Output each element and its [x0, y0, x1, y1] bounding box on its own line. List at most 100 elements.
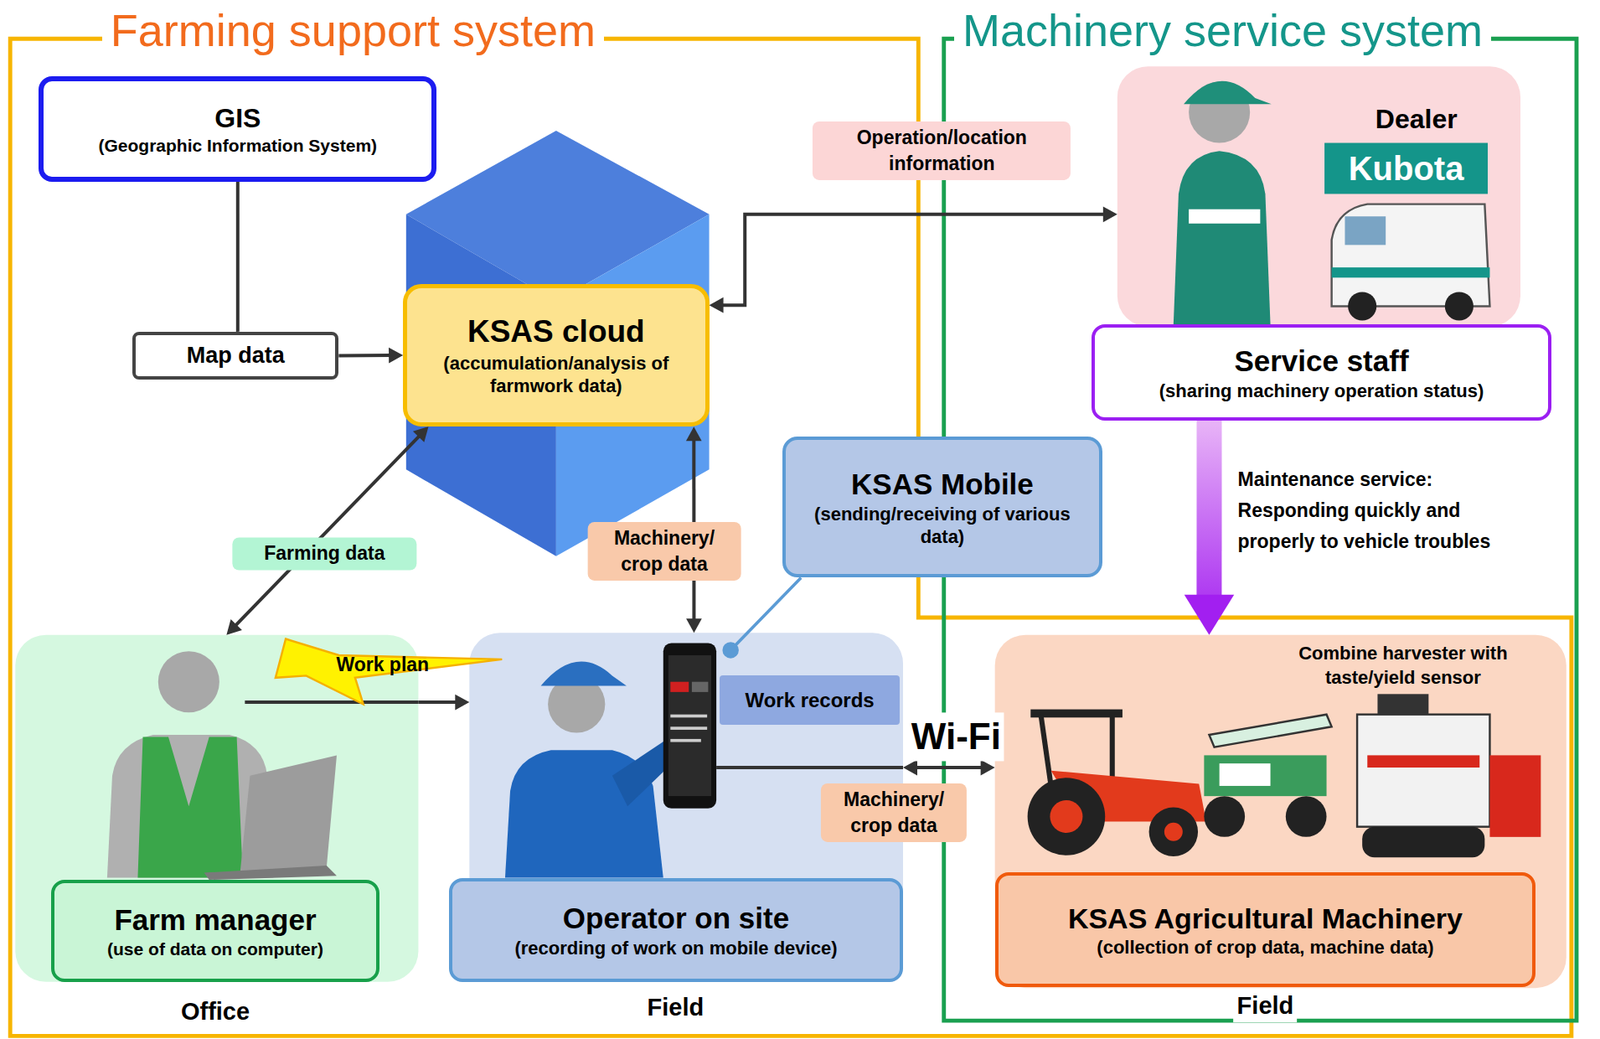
farm-manager-figure — [239, 754, 337, 876]
arrow-head — [709, 297, 724, 314]
machinery-figure — [1027, 777, 1106, 856]
machinery-figure — [1219, 763, 1271, 786]
data-box: Map data — [132, 331, 339, 380]
connector — [418, 694, 470, 711]
machinery-figure — [1203, 795, 1245, 837]
arrow-head — [980, 759, 996, 776]
machinery-figure — [1164, 822, 1183, 842]
connector-line — [418, 700, 458, 704]
arrow-head — [412, 426, 429, 443]
connector — [338, 347, 403, 364]
work-plan-bolt — [275, 639, 502, 705]
farm-manager-figure — [158, 650, 220, 713]
node-subtext: (collection of crop data, machine data) — [1096, 935, 1434, 960]
operator-figure — [670, 714, 708, 718]
node-subtext: (sending/receiving of various data) — [795, 502, 1089, 549]
machinery-figure — [1049, 800, 1083, 833]
node-heading: KSAS Agricultural Machinery — [1068, 900, 1463, 937]
service-staff-figure — [1324, 143, 1488, 195]
arrow-head — [686, 426, 702, 441]
service-arrow — [1184, 420, 1235, 635]
screen-tag: Work records — [719, 675, 901, 724]
operator-figure — [663, 642, 717, 808]
operator-figure — [716, 765, 904, 770]
operator-figure — [541, 661, 627, 687]
actor-panel: Farm manager(use of data on computer) — [15, 634, 419, 982]
actor-panel: Service staff(sharing machinery operatio… — [1117, 66, 1521, 421]
connector-line — [914, 765, 984, 770]
node-heading: Map data — [186, 341, 285, 371]
farm-manager-figure — [107, 650, 419, 880]
service-staff-figure — [1173, 150, 1271, 325]
edge-label: Maintenance service: Responding quickly … — [1238, 464, 1529, 557]
label-box: Operator on site(recording of work on mo… — [449, 877, 904, 982]
operator-figure — [668, 655, 712, 796]
node-heading: Operator on site — [562, 899, 790, 937]
connector — [237, 181, 238, 332]
operator-figure — [670, 726, 708, 730]
illustration-layer — [10, 38, 1577, 1036]
machinery-figure — [1367, 754, 1480, 768]
edge-label: Work plan — [305, 649, 460, 682]
operator-figure — [730, 577, 801, 650]
machinery-figure — [1208, 714, 1332, 748]
machinery-figure — [1040, 714, 1051, 786]
node-subtext: (accumulation/analysis of farmwork data) — [417, 351, 695, 398]
panel-background — [1117, 66, 1521, 327]
panel-background — [15, 66, 1567, 988]
panel-background — [995, 634, 1567, 988]
label-box: KSAS Agricultural Machinery(collection o… — [995, 872, 1537, 986]
arrow-head — [454, 694, 470, 711]
arrow-head — [1103, 206, 1118, 222]
region-title: Farming support system — [102, 5, 604, 56]
operator-figure — [670, 681, 689, 692]
machinery-figure — [1285, 795, 1327, 837]
text-label: Field — [1233, 990, 1298, 1022]
connector-line — [720, 214, 1106, 305]
service-staff-figure — [1331, 204, 1491, 307]
arrow-head — [388, 347, 403, 364]
app-box: KSAS Mobile(sending/receiving of various… — [782, 436, 1102, 578]
service-staff-figure — [1188, 209, 1260, 224]
edge-label: Operation/location information — [812, 121, 1071, 181]
region-title: Machinery service system — [954, 5, 1492, 56]
work-plan-bolt — [275, 639, 502, 705]
machinery-figure — [1203, 754, 1327, 796]
connector-line — [234, 434, 421, 627]
region-outline — [10, 38, 1572, 1036]
text-label: Wi-Fi — [908, 712, 1005, 761]
service-staff-figure — [1173, 81, 1491, 326]
edge-label: Farming data — [232, 537, 417, 571]
machinery-figure — [1027, 693, 1542, 857]
service-staff-figure — [1347, 291, 1377, 320]
text-label: Combine harvester with taste/yield senso… — [1264, 642, 1541, 691]
machinery-figure — [1030, 709, 1123, 718]
region-outline — [10, 38, 1577, 1036]
node-subtext: (use of data on computer) — [107, 938, 324, 960]
node-subtext: (recording of work on mobile device) — [514, 936, 837, 960]
farm-manager-figure — [137, 736, 243, 878]
service-staff-figure — [1344, 216, 1386, 245]
service-staff-figure — [1331, 267, 1491, 278]
node-heading: Work records — [744, 687, 874, 713]
farm-manager-figure — [244, 700, 419, 704]
system-region: Machinery service systemService staff(sh… — [944, 38, 1577, 1021]
service-staff-figure — [1183, 81, 1272, 105]
machinery-figure — [1362, 826, 1485, 858]
machinery-figure — [1357, 714, 1490, 827]
node-heading: Service staff — [1233, 342, 1409, 380]
connector — [709, 206, 1118, 313]
text-label: Office — [180, 996, 250, 1029]
label-box: Farm manager(use of data on computer) — [51, 879, 380, 982]
label-box: Service staff(sharing machinery operatio… — [1091, 324, 1551, 421]
arrow-head — [226, 619, 243, 635]
arrow-head — [686, 618, 702, 633]
node-heading: KSAS cloud — [467, 312, 646, 351]
node-subtext: (sharing machinery operation status) — [1159, 379, 1485, 403]
info-box: GIS(Geographic Information System) — [38, 76, 437, 181]
node-heading: KSAS Mobile — [851, 465, 1034, 503]
machinery-figure — [1109, 714, 1115, 781]
edge-label: Machinery/ crop data — [588, 521, 742, 581]
cloud-box: KSAS cloud(accumulation/analysis of farm… — [402, 283, 709, 428]
